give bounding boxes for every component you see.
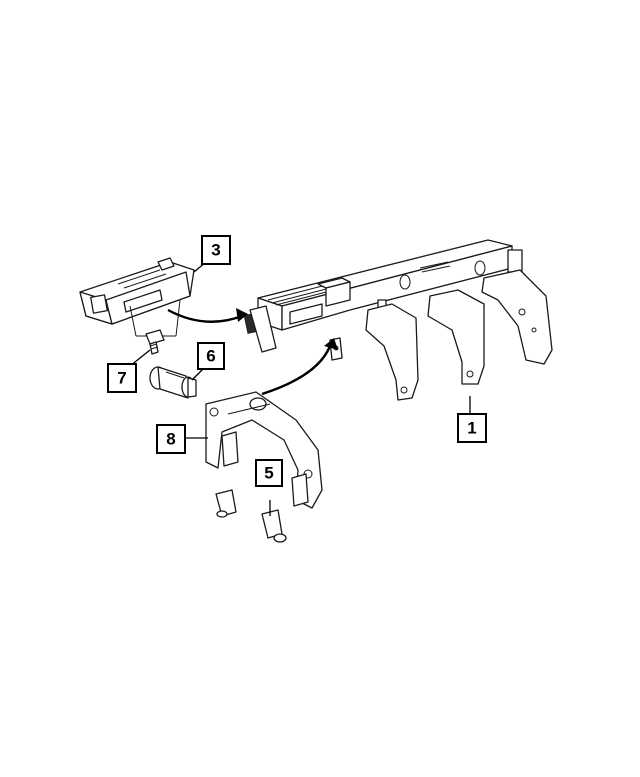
callout-8: 8 [156,424,186,454]
callout-1: 1 [457,413,487,443]
end-bracket-part [79,257,195,337]
bolt-part [145,329,165,355]
pin-part [149,366,197,399]
callout-label: 8 [166,430,175,449]
assembly-arrow-bracket [167,308,248,323]
shift-rail-assembly-part [243,239,553,401]
callout-label: 5 [264,464,273,483]
callout-label: 3 [211,241,220,260]
callout-label: 7 [117,369,126,388]
callout-6: 6 [197,342,225,370]
callout-7: 7 [107,363,137,393]
callout-3: 3 [201,235,231,265]
assembly-arrow-fork [261,338,338,396]
callout-label: 6 [206,347,215,366]
callout-label: 1 [467,419,476,438]
callout-5: 5 [255,459,283,487]
fork-pad-parts [215,431,309,543]
